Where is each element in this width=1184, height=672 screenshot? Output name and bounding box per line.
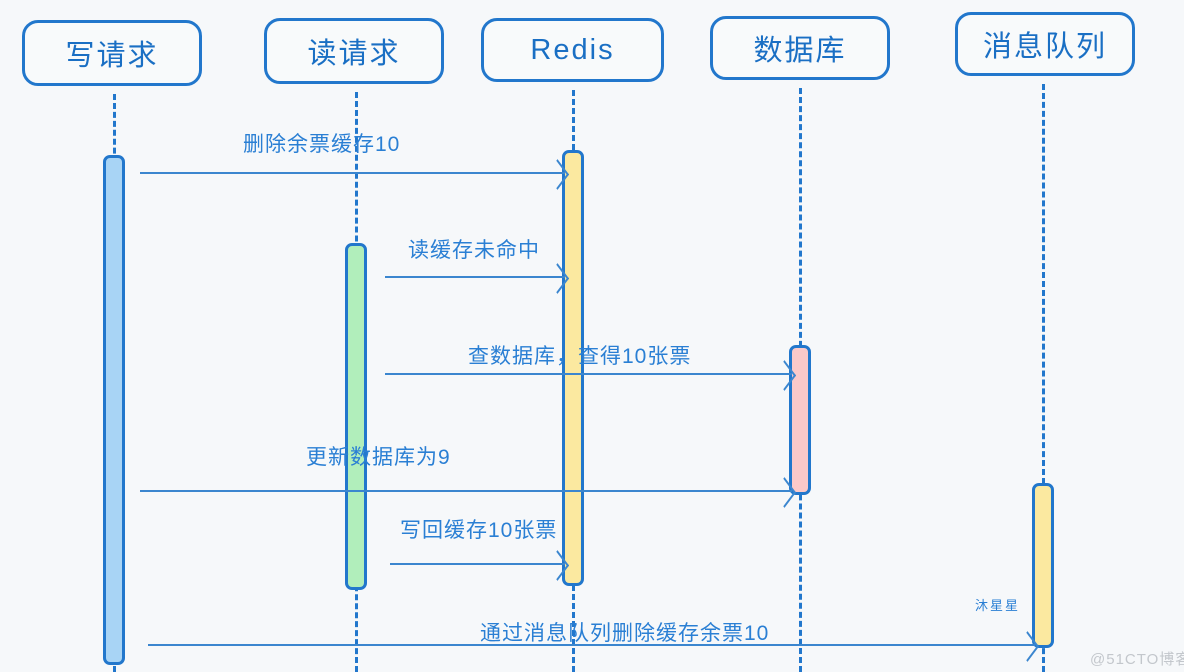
participant-box-redis[interactable]: Redis [481,18,664,82]
activation-bar-mq [1032,483,1054,648]
message-arrow-4 [140,490,792,492]
author-watermark: 沐星星 [975,598,1021,613]
message-arrow-2 [385,276,565,278]
site-watermark: @51CTO博客 [1090,651,1184,668]
participant-box-write[interactable]: 写请求 [22,20,202,86]
participant-box-database[interactable]: 数据库 [710,16,890,80]
message-arrow-5 [390,563,565,565]
participant-box-mq[interactable]: 消息队列 [955,12,1135,76]
message-label-2: 读缓存未命中 [408,239,540,262]
participant-label-mq: 消息队列 [982,31,1107,63]
message-label-3: 查数据库，查得10张票 [468,345,692,368]
participant-label-redis: Redis [530,33,615,66]
participant-box-read[interactable]: 读请求 [264,18,444,84]
participant-label-read: 读请求 [307,38,401,70]
participant-label-database: 数据库 [753,35,847,67]
lifeline-mq [1042,84,1045,672]
message-label-1: 删除余票缓存10 [243,133,401,156]
message-label-5: 写回缓存10张票 [400,519,558,542]
message-arrow-6 [148,644,1035,646]
activation-bar-redis [562,150,584,586]
message-label-4: 更新数据库为9 [306,446,451,469]
activation-bar-database [789,345,811,495]
participant-label-write: 写请求 [65,40,159,72]
message-arrow-1 [140,172,565,174]
activation-bar-read [345,243,367,590]
activation-bar-write [103,155,125,665]
message-arrow-3 [385,373,792,375]
message-label-6: 通过消息队列删除缓存余票10 [480,622,770,645]
